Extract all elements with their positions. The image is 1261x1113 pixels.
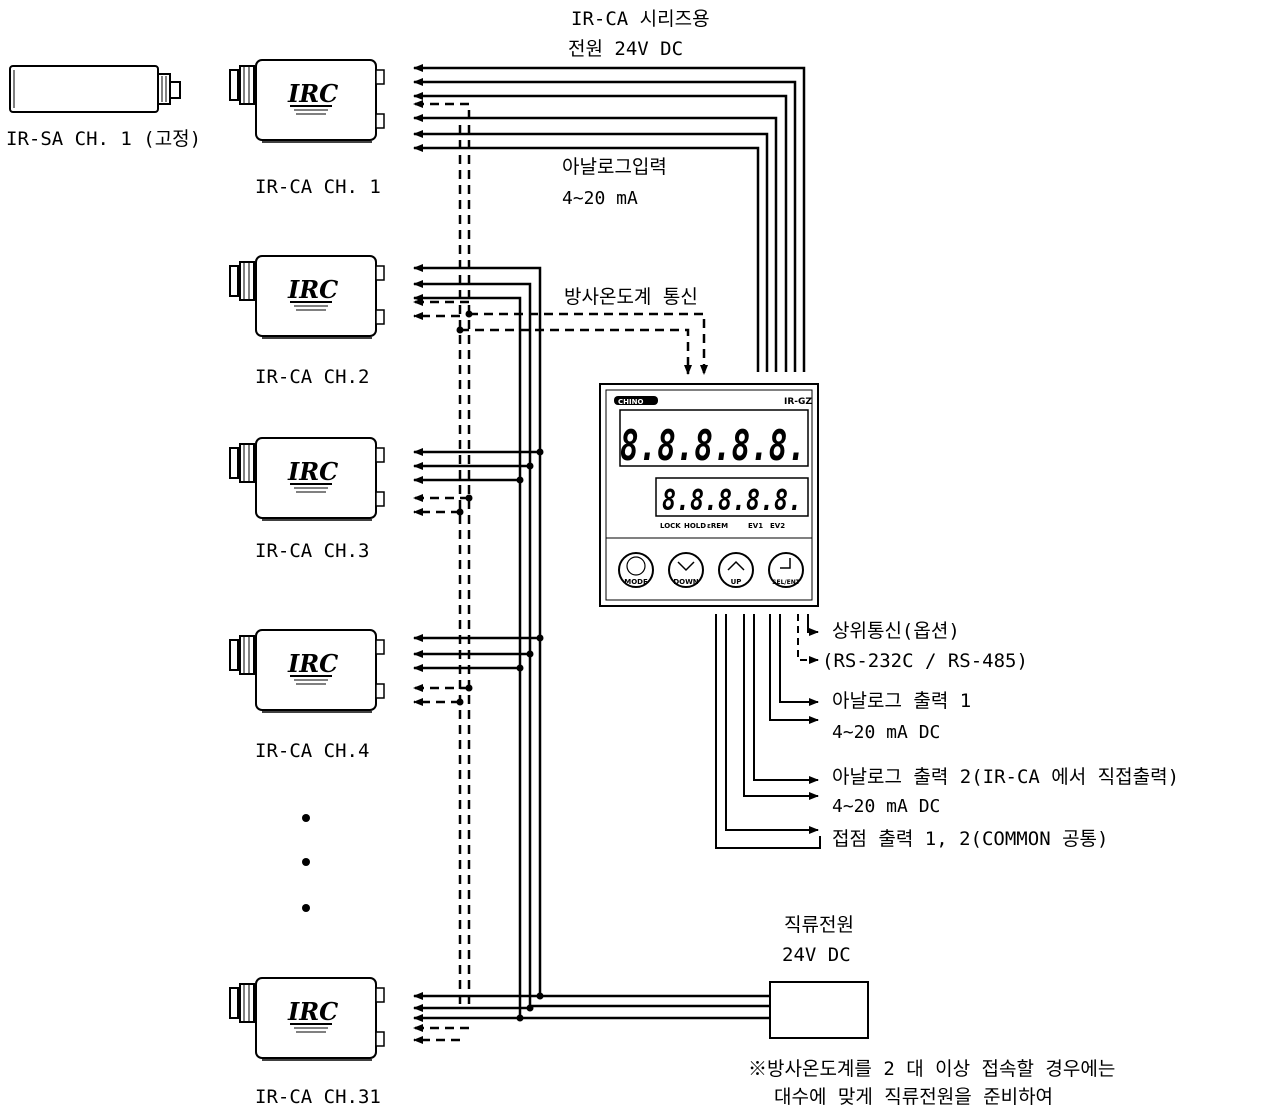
ellipsis-dot (302, 904, 310, 912)
title-line-2: 전원 24V DC (568, 38, 684, 60)
svg-text:DOWN: DOWN (673, 578, 698, 586)
sub-display: 8.8.8.8.8. (662, 484, 802, 517)
junction-dots (456, 310, 544, 1022)
analog-input-range: 4~20 mA (562, 188, 638, 209)
chevron-down-icon (677, 561, 695, 572)
down-button[interactable]: DOWN (668, 552, 704, 588)
ir-sa-sensor (9, 65, 181, 113)
camera-label-ch31: IR-CA CH.31 (255, 1086, 381, 1108)
indicator-lock: LOCK (660, 522, 681, 530)
dc-power-voltage: 24V DC (782, 944, 851, 966)
svg-text:UP: UP (731, 578, 742, 586)
output-wiring (715, 614, 821, 849)
indicator-rem: εREM (707, 522, 728, 530)
sensor-label: IR-SA CH. 1 (고정) (6, 128, 202, 150)
dc-power-label: 직류전원 (784, 914, 854, 936)
ir-ca-camera-ch31 (229, 977, 385, 1061)
ir-gz-controller: CHINO IR-GZ 8.8.8.8.8. 8.8.8.8.8. LOCK H… (599, 383, 819, 607)
camera-label-ch1: IR-CA CH. 1 (255, 176, 381, 198)
camera-label-ch3: IR-CA CH.3 (255, 540, 370, 562)
indicator-hold: HOLD (684, 522, 706, 530)
output-2-line-2: 4~20 mA DC (832, 722, 941, 743)
ir-ca-camera-ch4 (229, 629, 385, 713)
indicator-ev1: EV1 (748, 522, 763, 530)
mode-icon (626, 556, 646, 576)
title-line-1: IR-CA 시리즈용 (571, 8, 710, 30)
output-3-line-1: 아날로그 출력 2(IR-CA 에서 직접출력) (832, 766, 1180, 788)
output-1-line-1: 상위통신(옵션) (832, 620, 960, 642)
dc-power-box (769, 981, 869, 1039)
svg-text:SEL/ENT: SEL/ENT (772, 579, 801, 586)
controller-model: IR-GZ (784, 397, 812, 407)
mode-button[interactable]: MODE (618, 552, 654, 588)
ir-ca-camera-ch3 (229, 437, 385, 521)
camera-label-ch2: IR-CA CH.2 (255, 366, 370, 388)
output-1-line-2: (RS-232C / RS-485) (822, 650, 1028, 672)
up-button[interactable]: UP (718, 552, 754, 588)
svg-text:MODE: MODE (624, 578, 648, 586)
output-2-line-1: 아날로그 출력 1 (832, 690, 972, 712)
output-4-line-1: 접점 출력 1, 2(COMMON 공통) (832, 828, 1109, 850)
ellipsis-dot (302, 858, 310, 866)
comm-label: 방사온도계 통신 (564, 286, 698, 308)
controller-brand: CHINO (618, 398, 643, 406)
comm-bus (413, 100, 708, 1044)
analog-input-label: 아날로그입력 (562, 156, 667, 178)
camera-label-ch4: IR-CA CH.4 (255, 740, 370, 762)
sel-ent-button[interactable]: SEL/ENT (768, 552, 804, 588)
ch1-wiring (413, 64, 806, 372)
note-line-1: ※방사온도계를 2 대 이상 접속할 경우에는 (748, 1058, 1116, 1080)
dc-power-bus (413, 264, 770, 1022)
chevron-up-icon (727, 560, 745, 571)
note-line-2: 대수에 맞게 직류전원을 준비하여 (774, 1086, 1054, 1108)
enter-icon (780, 558, 791, 569)
ir-ca-camera-ch1 (229, 59, 385, 143)
ir-ca-camera-ch2 (229, 255, 385, 339)
main-display: 8.8.8.8.8. (620, 421, 806, 470)
indicator-ev2: EV2 (770, 522, 785, 530)
output-3-line-2: 4~20 mA DC (832, 796, 941, 817)
ellipsis-dot (302, 814, 310, 822)
